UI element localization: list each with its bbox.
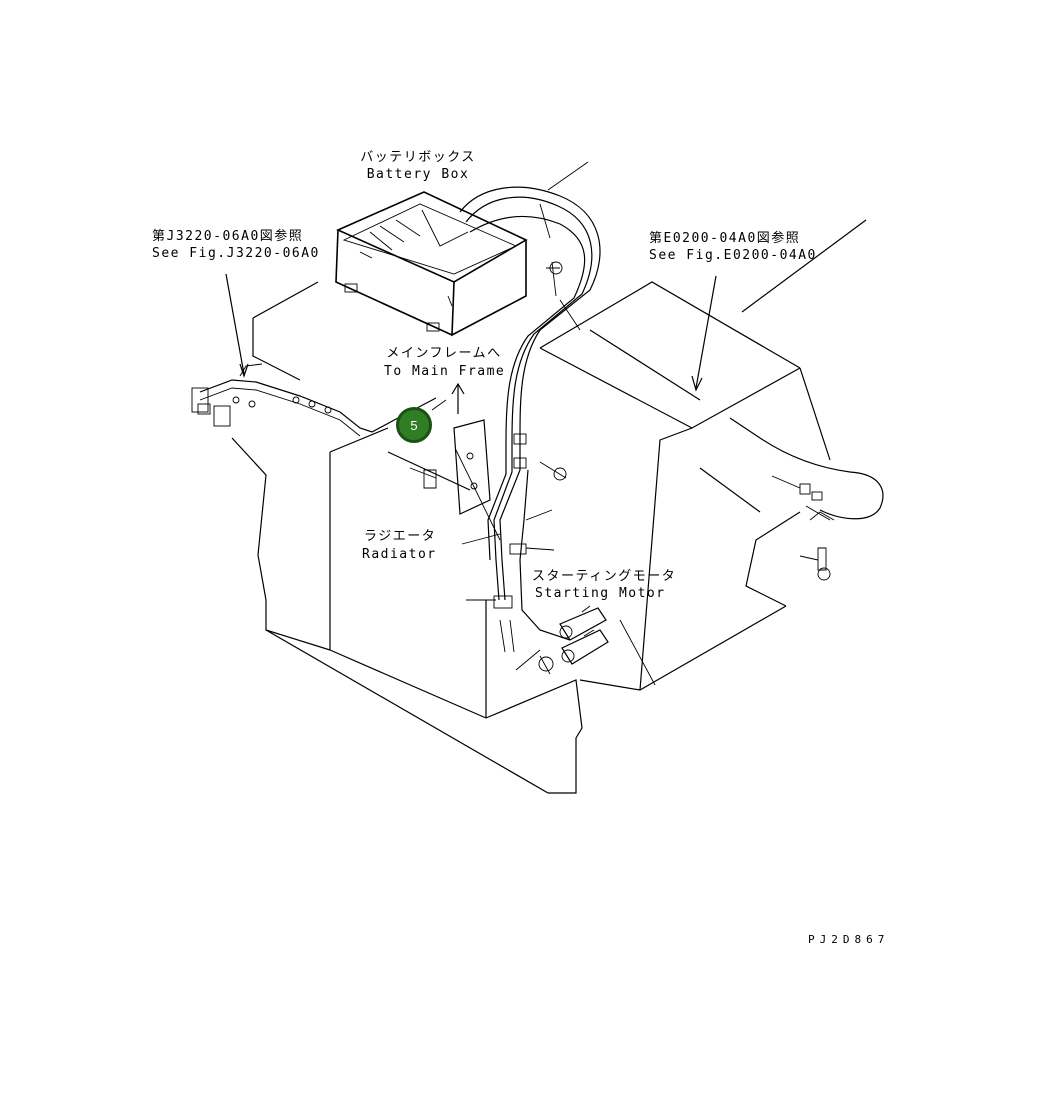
battery-cable [459,161,601,443]
left-frame [231,281,583,794]
callout-leader [431,399,447,411]
see-e0200-label-jp: 第E0200-04A0図参照 [649,231,801,246]
see-j3220-label-en: See Fig.J3220-06A0 [152,246,320,261]
right-hardware [729,417,884,581]
battery-box-label-jp: バッテリボックス [360,150,476,165]
left-harness [191,273,437,437]
see-j3220-label-jp: 第J3220-06A0図参照 [152,229,304,244]
battery-box-label-en: Battery Box [366,167,470,182]
main-harness [466,433,571,671]
radiator-bracket [409,419,501,545]
radiator-label-en: Radiator [362,547,437,562]
battery-box [335,191,528,337]
main-frame-label-jp: メインフレームへ [386,346,502,361]
part-callout-5[interactable]: 5 [396,407,432,443]
radiator-label-jp: ラジエータ [364,529,437,544]
leaders [451,275,717,414]
main-frame-label-en: To Main Frame [384,364,506,379]
callout-number: 5 [410,417,418,433]
starting-motor-label-en: Starting Motor [535,586,666,601]
starting-motor-label-jp: スターティングモータ [532,569,677,584]
drawing-code: PJ2D867 [808,933,890,946]
starting-motors [538,605,609,675]
see-e0200-label-en: See Fig.E0200-04A0 [649,248,817,263]
